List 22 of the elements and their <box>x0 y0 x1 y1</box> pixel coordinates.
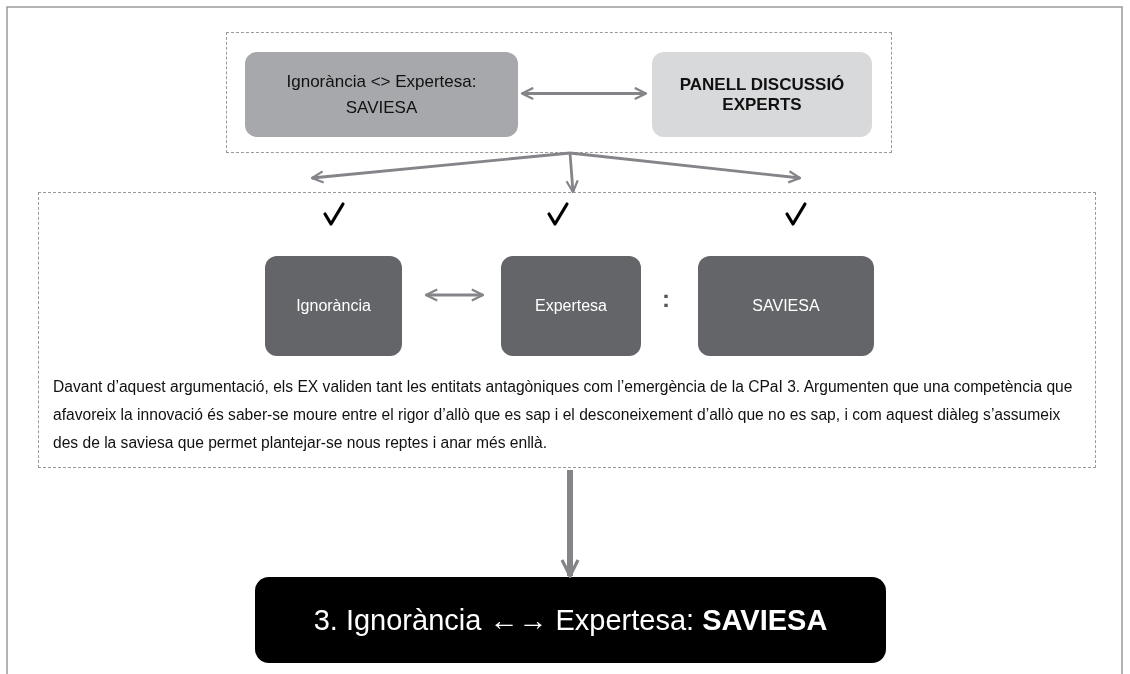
concept-box <box>698 256 874 356</box>
dashed-text-panel <box>38 192 1096 468</box>
process-box <box>245 52 518 137</box>
separator-label: : <box>661 285 671 313</box>
arrow <box>520 86 648 101</box>
description-text: Davant d’aquest argumentació, els EX validen tant les entitats antagòniques com l’emergència de la CPaI 3. Argumenten que una competència que afavoreix la innovació és saber-se moure entre el rigor d’allò que es sap i el desconeixement d’allò que no es sap, i com aquest diàleg s’assumeix des de la saviesa que permet plantejar-se nous reptes i anar més enllà. <box>53 377 1074 453</box>
concept-box <box>265 256 402 356</box>
box-label: PANELL DISCUSSIÓ EXPERTS <box>678 74 846 115</box>
dashed-group-box <box>226 32 892 153</box>
box-label: SAVIESA <box>752 296 820 316</box>
arrow <box>569 151 802 184</box>
box-label: Expertesa <box>534 296 607 316</box>
arrow <box>560 470 580 578</box>
panel-box <box>652 52 872 137</box>
box-label: Ignorància <box>296 296 371 316</box>
concept-box <box>501 256 641 356</box>
box-label: Ignorància <> Expertesa: SAVIESA <box>285 70 478 119</box>
result-box <box>255 577 886 663</box>
arrow <box>310 151 571 184</box>
box-label: 3. Ignorància ←→ Expertesa: SAVIESA <box>313 603 828 637</box>
arrow <box>565 152 579 194</box>
arrow <box>424 288 485 302</box>
